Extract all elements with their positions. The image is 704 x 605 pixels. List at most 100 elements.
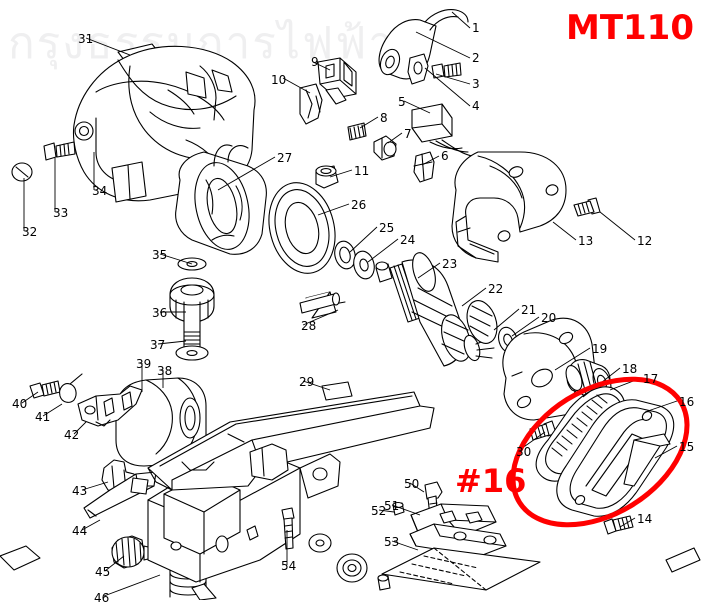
callout-number-27: 27	[277, 151, 293, 165]
callout-number-19: 19	[592, 342, 608, 356]
leader-line	[81, 519, 101, 531]
part-29-label	[321, 381, 353, 401]
part-25-bearing	[334, 240, 356, 270]
part-bottom-washer	[308, 533, 332, 553]
leader-line	[644, 400, 678, 413]
callout-number-51: 51	[384, 499, 400, 513]
part-24-washer	[353, 250, 375, 280]
callout-number-52: 52	[371, 504, 387, 518]
leader-line	[409, 482, 425, 493]
leader-line	[81, 481, 109, 491]
leader-line	[21, 391, 39, 404]
part-bottom-shaft	[191, 583, 217, 600]
leader-line	[461, 287, 487, 307]
part-15-plate	[623, 433, 671, 487]
callout-number-5: 5	[398, 95, 406, 109]
callout-number-53: 53	[384, 535, 400, 549]
callout-number-34: 34	[92, 184, 108, 198]
callout-number-18: 18	[622, 362, 638, 376]
callout-number-41: 41	[35, 410, 51, 424]
part-bottom-nut	[377, 574, 391, 591]
part-27-stator	[175, 144, 267, 255]
leader-line	[349, 226, 378, 253]
callout-number-7: 7	[404, 127, 412, 141]
part-bottom-bearing	[336, 553, 368, 583]
callout-number-40: 40	[12, 397, 28, 411]
leader-line	[599, 211, 636, 241]
leader-line	[415, 31, 471, 59]
leader-line	[217, 156, 276, 191]
leader-line	[435, 73, 471, 85]
leader-line	[511, 316, 540, 337]
leader-line	[417, 262, 441, 279]
part-4-bracket	[407, 53, 429, 85]
leader-line	[654, 445, 678, 459]
leader-line	[391, 504, 421, 516]
highlight-label: #16	[455, 462, 527, 500]
part-front-bracket	[249, 443, 341, 499]
part-42-bracket	[77, 385, 143, 427]
leader-line	[359, 116, 379, 129]
leader-line	[619, 517, 636, 528]
leader-line	[493, 308, 520, 331]
leader-line	[103, 574, 161, 597]
leader-line	[367, 238, 399, 263]
callout-number-37: 37	[150, 338, 166, 352]
leader-line	[554, 347, 591, 371]
part-33-bolt	[43, 141, 76, 161]
leader-line	[391, 540, 419, 551]
leader-line	[104, 555, 125, 572]
part-7-fitting	[373, 135, 397, 161]
callout-number-23: 23	[442, 257, 458, 271]
leader-line	[378, 509, 395, 513]
part-26-baffle-ring	[268, 182, 336, 274]
part-28-screw-shaft	[299, 292, 341, 314]
callout-number-35: 35	[152, 248, 168, 262]
leader-line	[552, 221, 577, 241]
callout-number-30: 30	[516, 445, 532, 459]
part-36-knob	[169, 277, 215, 349]
part-base-shoe	[381, 547, 541, 591]
callout-number-17: 17	[643, 372, 659, 386]
leader-line	[302, 380, 331, 391]
callout-number-54: 54	[281, 559, 297, 573]
part-22-fan	[466, 300, 498, 344]
callout-number-42: 42	[64, 428, 80, 442]
leader-line	[302, 309, 339, 326]
leader-line	[282, 77, 311, 94]
part-40-bolt	[29, 380, 61, 399]
callout-number-31: 31	[78, 32, 94, 46]
callout-number-12: 12	[637, 234, 653, 248]
callout-number-33: 33	[53, 206, 69, 220]
part-41-clip	[59, 373, 83, 403]
callout-number-1: 1	[472, 21, 480, 35]
callout-number-4: 4	[472, 99, 480, 113]
red-highlight-ellipse	[510, 376, 690, 528]
part-3-screw	[431, 62, 462, 79]
callout-number-8: 8	[380, 111, 388, 125]
callout-number-16: 16	[679, 395, 695, 409]
callout-number-3: 3	[472, 77, 480, 91]
part-54-screw	[281, 507, 295, 550]
callout-number-26: 26	[351, 198, 367, 212]
callout-number-44: 44	[72, 524, 88, 538]
leader-line	[403, 100, 431, 114]
part-23-armature	[375, 252, 495, 367]
callout-number-24: 24	[400, 233, 416, 247]
callout-number-32: 32	[22, 225, 38, 239]
leader-line	[421, 155, 440, 166]
part-9-switch	[317, 57, 357, 105]
callout-number-43: 43	[72, 484, 88, 498]
leader-line	[85, 37, 131, 56]
part-6-terminal	[413, 151, 435, 183]
callout-number-6: 6	[441, 149, 449, 163]
leader-line	[73, 421, 87, 435]
callout-number-14: 14	[637, 512, 653, 526]
leader-line	[157, 340, 187, 345]
leader-line	[387, 132, 403, 144]
callout-number-13: 13	[578, 234, 594, 248]
